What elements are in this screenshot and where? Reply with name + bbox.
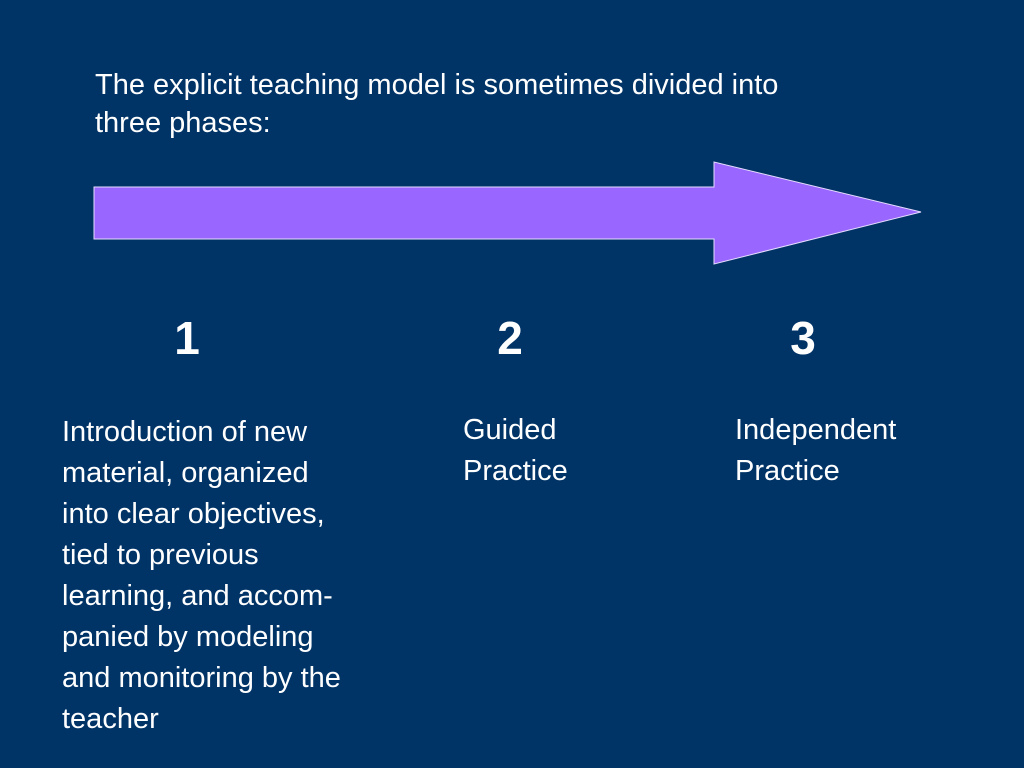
timeline-arrow — [93, 161, 922, 265]
phase-1-line: and monitoring by the — [62, 662, 341, 694]
phase-3-line: Practice — [735, 455, 840, 487]
phase-1-description: Introduction of new material, organized … — [62, 412, 402, 740]
timeline-arrow-shape — [93, 161, 922, 265]
intro-line-1: The explicit teaching model is sometimes… — [95, 69, 779, 101]
phase-2-number: 2 — [497, 312, 523, 364]
phase-2-line: Practice — [463, 455, 568, 487]
phase-3-description: Independent Practice — [735, 410, 965, 492]
intro-line-2: three phases: — [95, 107, 271, 139]
phase-1-number: 1 — [174, 312, 200, 364]
intro-text: The explicit teaching model is sometimes… — [95, 66, 925, 142]
phase-3-line: Independent — [735, 414, 897, 446]
phase-2-line: Guided — [463, 414, 557, 446]
phase-1-line: Introduction of new — [62, 416, 308, 448]
phase-1-line: panied by modeling — [62, 621, 314, 653]
phase-1-line: into clear objectives, — [62, 498, 325, 530]
phase-1-line: material, organized — [62, 457, 309, 489]
phase-1-line: tied to previous — [62, 539, 259, 571]
phase-1-line: teacher — [62, 703, 159, 735]
phase-2-description: Guided Practice — [463, 410, 643, 492]
phase-1-line: learning, and accom- — [62, 580, 333, 612]
phase-3-number: 3 — [790, 312, 816, 364]
